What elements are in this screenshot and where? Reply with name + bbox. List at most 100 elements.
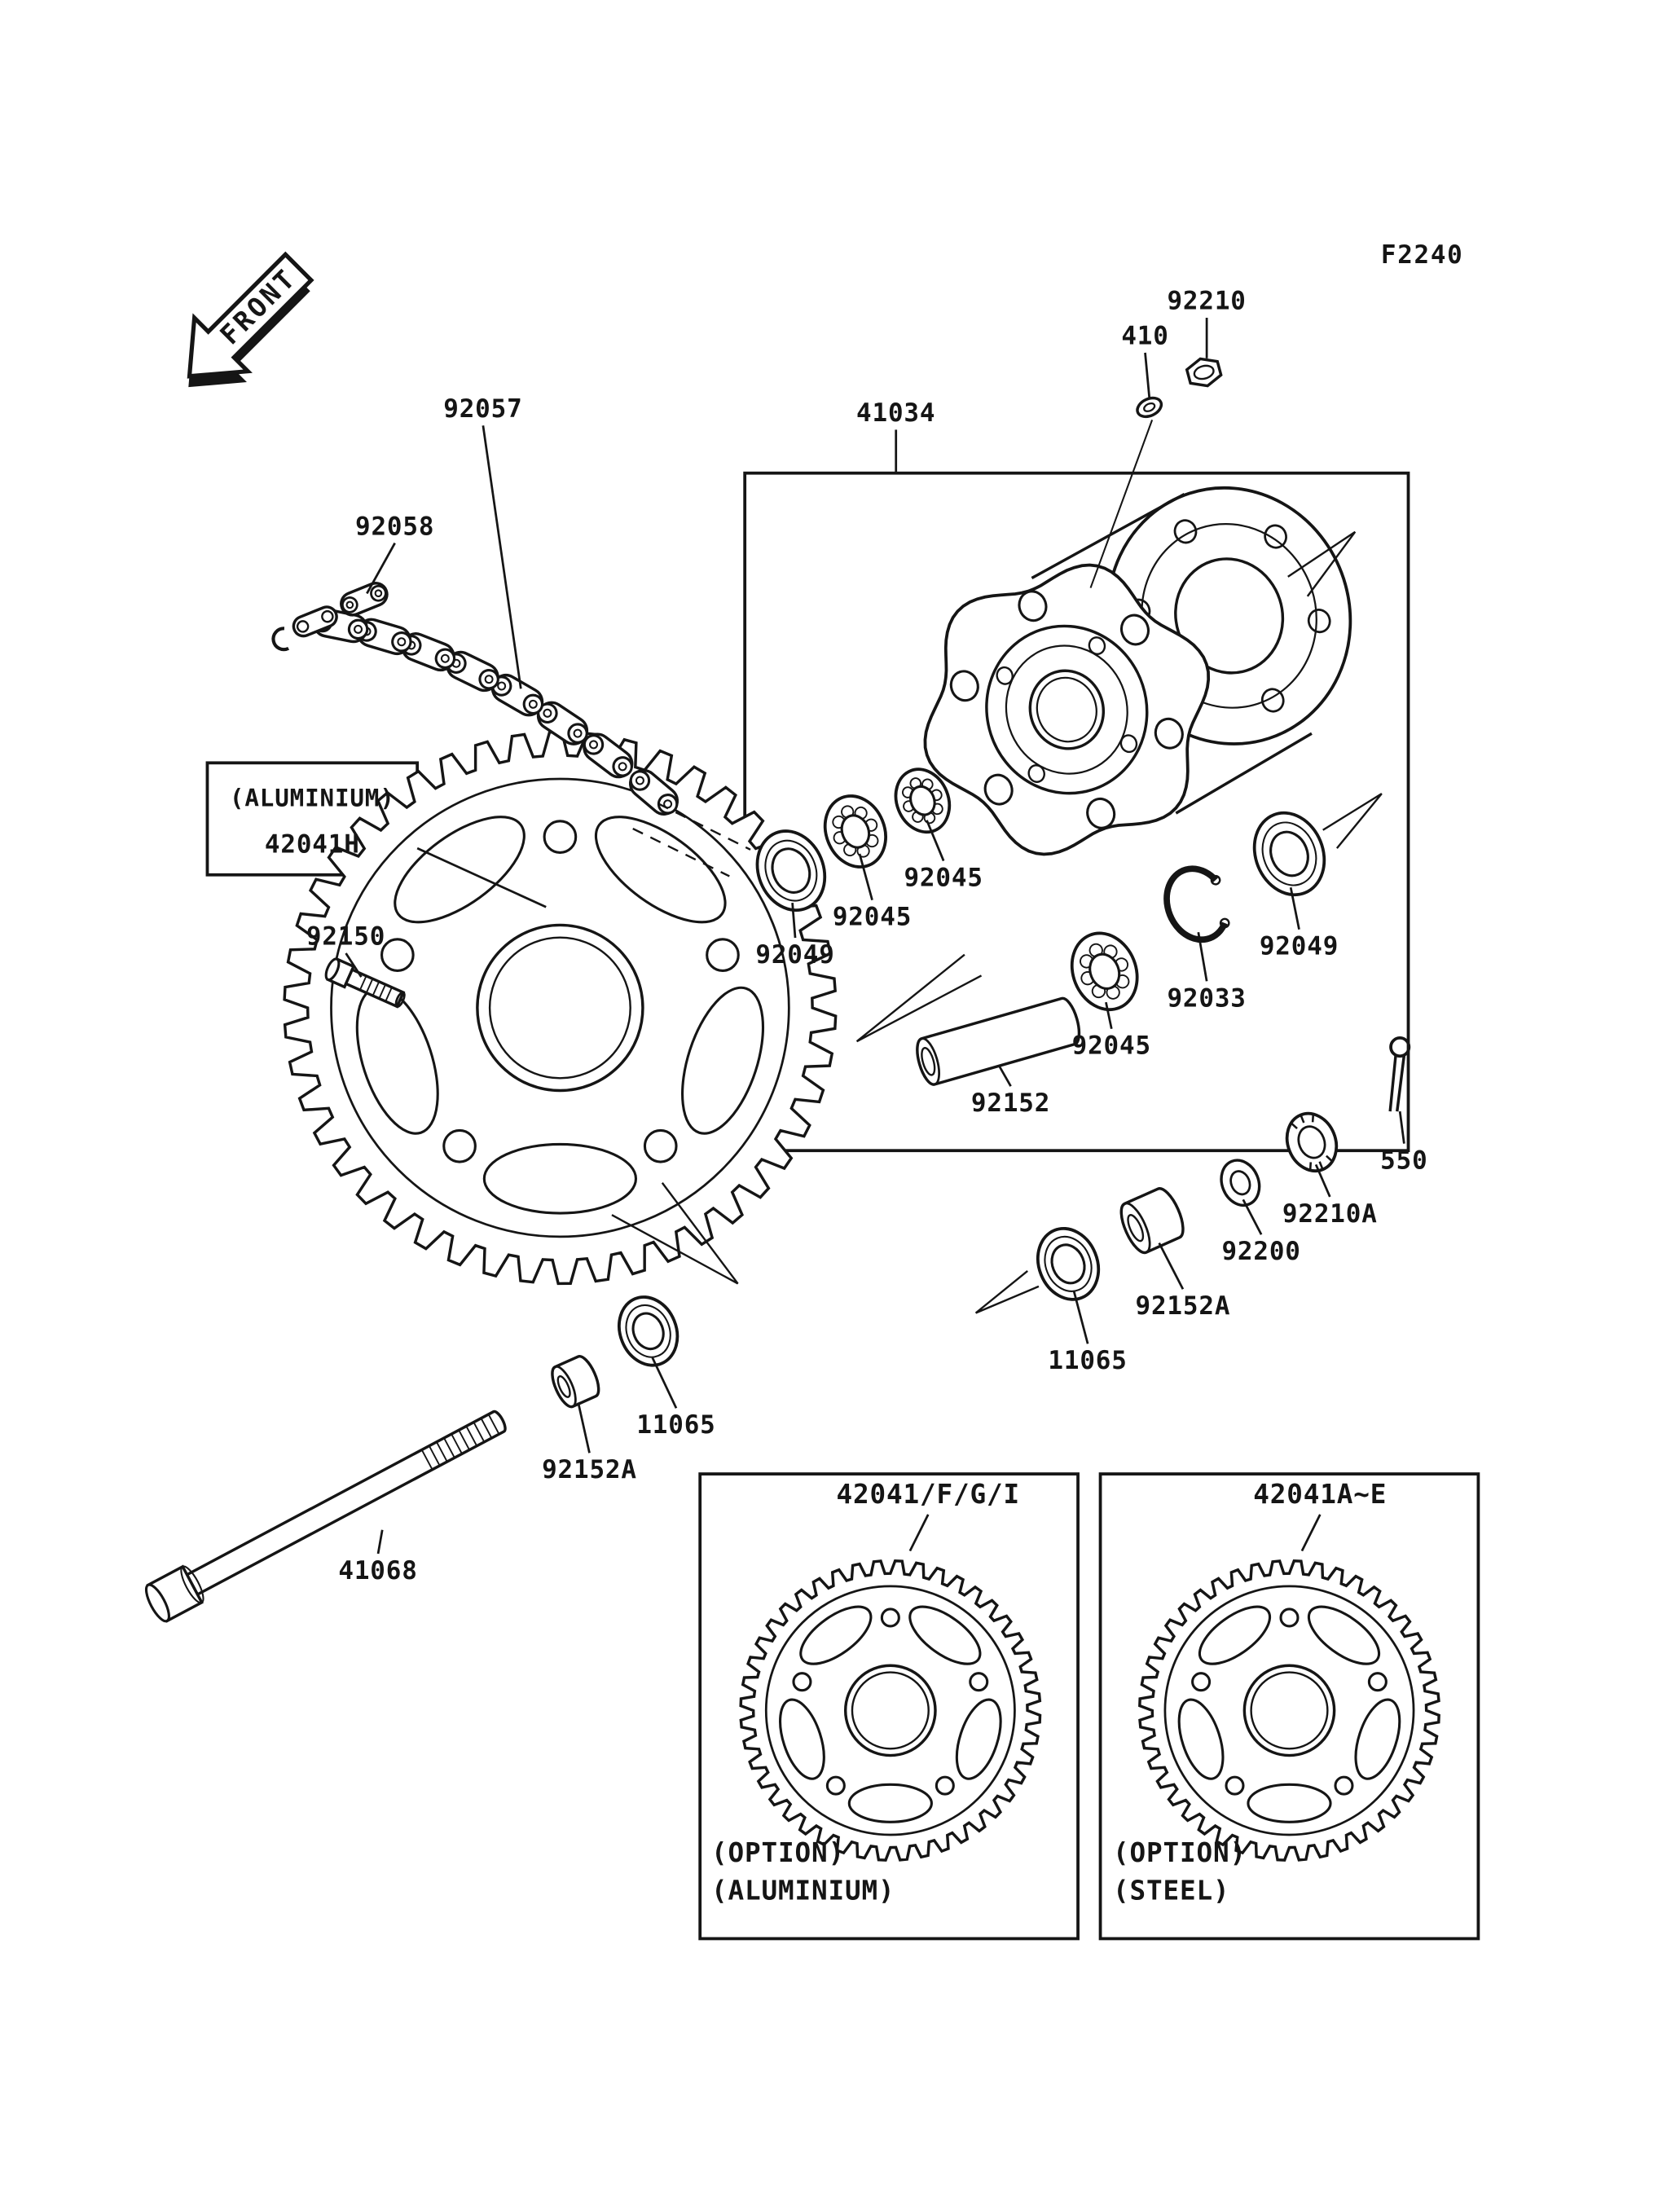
guide-line — [416, 847, 547, 908]
chain-link-shape — [434, 648, 456, 669]
guide-line — [908, 1514, 930, 1552]
leader-line — [482, 425, 522, 689]
part-label-41034: 41034 — [856, 398, 935, 428]
leader-line — [1314, 1163, 1331, 1198]
part-label-42041-FGI: 42041/F/G/I — [836, 1479, 1020, 1510]
part-42041H-sprocket-shape — [330, 777, 790, 1238]
part-92058-master-link — [271, 582, 389, 652]
part-92045-bearing-2-shape — [840, 814, 871, 849]
part-41068-axle — [144, 1410, 507, 1623]
part-92045-bearing-3 — [1070, 931, 1139, 1012]
part-410-washer-shape — [1136, 396, 1163, 419]
parts-artwork — [144, 357, 1440, 1862]
part-42041AE-option-sprocket-shape — [1279, 1607, 1300, 1628]
option-steel-box — [1098, 1472, 1480, 1941]
part-41068-axle-shape — [180, 1565, 205, 1604]
option-left-note-option: (OPTION) — [711, 1837, 845, 1868]
part-92152A-collar-right — [1119, 1187, 1185, 1255]
part-410-washer — [1136, 396, 1163, 419]
part-92210-nut-shape — [1193, 364, 1215, 380]
part-label-92200: 92200 — [1221, 1237, 1300, 1266]
part-41068-axle-shape — [458, 1429, 470, 1450]
part-92033-circlip — [1163, 865, 1230, 943]
part-42041FGI-option-sprocket — [739, 1559, 1042, 1862]
part-92045-bearing-1-shape — [909, 785, 936, 816]
part-42041FGI-option-sprocket-shape — [792, 1672, 812, 1692]
hub-assembly-outline-box — [743, 471, 1410, 1153]
chain-link-shape — [347, 618, 369, 640]
part-92210A-castle-nut-shape — [1297, 1125, 1326, 1159]
part-42041H-sprocket — [283, 730, 838, 1286]
hub-front-flange-shape — [1028, 669, 1106, 750]
part-92045-bearing-3-shape — [1088, 952, 1121, 990]
part-41068-axle-shape — [436, 1441, 448, 1462]
part-41068-axle-shape — [443, 1437, 455, 1458]
part-92049-seal-right-shape — [1269, 830, 1309, 877]
aluminium-material-label: (ALUMINIUM) — [230, 785, 395, 812]
part-41034-hub-shape — [1031, 492, 1185, 580]
part-label-92045: 92045 — [833, 903, 912, 932]
leader-line — [1242, 1198, 1263, 1235]
part-42041AE-option-sprocket-shape — [1225, 1775, 1245, 1796]
master-link-pins-shape — [374, 589, 383, 598]
part-92150-bolt — [324, 957, 406, 1009]
chain-link-shape — [635, 776, 644, 785]
part-42041FGI-option-sprocket-shape — [880, 1607, 900, 1628]
part-42041H-sprocket-slot-shape — [594, 816, 727, 924]
part-92150-bolt-shape — [394, 991, 406, 1008]
guide-line — [1300, 1514, 1322, 1552]
hub-front-flange-shape — [996, 666, 1014, 685]
part-42041FGI-option-sprocket-slot — [779, 1698, 825, 1780]
part-550-cotter-pin-shape — [1388, 1055, 1397, 1112]
master-link-pins-shape — [345, 600, 354, 609]
hub-front-flange-shape — [949, 670, 979, 702]
leader-line — [791, 903, 797, 939]
guide-line — [974, 1270, 1040, 1314]
guide-line — [855, 953, 983, 1043]
part-11065-seal-left-shape — [625, 1304, 671, 1358]
hub-front-flange-shape — [1027, 764, 1045, 783]
option-aluminium-box — [698, 1472, 1080, 1941]
part-92210-nut-shape — [1185, 357, 1223, 388]
part-92210A-castle-nut-shape — [1308, 1162, 1313, 1171]
hub-front-flange-shape — [1018, 590, 1048, 622]
part-label-92152A: 92152A — [542, 1455, 637, 1484]
part-92152A-collar-left-shape — [551, 1365, 577, 1409]
part-42041FGI-option-sprocket-slot — [955, 1698, 1002, 1780]
part-42041H-sprocket-shape — [643, 1128, 678, 1163]
outline-boxes — [205, 471, 1480, 1941]
part-42041FGI-option-sprocket-shape — [843, 1664, 937, 1757]
part-92152A-collar-left — [551, 1355, 600, 1409]
guide-line — [1089, 420, 1154, 588]
part-42041AE-option-sprocket-shape — [1250, 1671, 1329, 1750]
part-label-92033: 92033 — [1167, 983, 1246, 1013]
hub-front-flange-shape — [1119, 734, 1138, 754]
part-42041H-sprocket-shape — [706, 938, 740, 972]
part-42041FGI-option-sprocket-shape — [764, 1585, 1016, 1836]
part-42041FGI-option-sprocket-shape — [969, 1672, 989, 1692]
part-42041H-sprocket-shape — [476, 923, 644, 1093]
chain-link-shape — [478, 669, 499, 690]
part-label-92057: 92057 — [443, 394, 522, 424]
guide-line — [1322, 793, 1383, 849]
part-41068-axle-shape — [144, 1583, 170, 1623]
part-42041H-sprocket-slot-shape — [482, 1142, 638, 1215]
part-label-92045: 92045 — [1072, 1031, 1151, 1061]
chain-link-shape — [440, 653, 450, 663]
part-42041AE-option-sprocket-slot-shape — [1198, 1605, 1272, 1665]
hub-front-flange-shape — [1154, 717, 1184, 750]
leader-line — [651, 1357, 678, 1409]
part-41034-hub — [923, 486, 1352, 856]
part-label-92045: 92045 — [904, 864, 983, 893]
part-92150-bolt-shape — [372, 981, 380, 996]
leader-line — [1105, 1001, 1113, 1030]
part-92033-circlip-shape — [1210, 874, 1221, 886]
chain-link-shape — [657, 794, 679, 815]
master-link-plate-shape — [321, 609, 334, 623]
part-92210A-castle-nut-shape — [1290, 1122, 1298, 1130]
part-42041AE-option-sprocket-slot-shape — [1247, 1783, 1332, 1823]
part-92057-chain — [312, 608, 679, 816]
part-92210A-castle-nut — [1285, 1111, 1339, 1172]
part-42041AE-option-sprocket-slot — [1354, 1698, 1401, 1780]
